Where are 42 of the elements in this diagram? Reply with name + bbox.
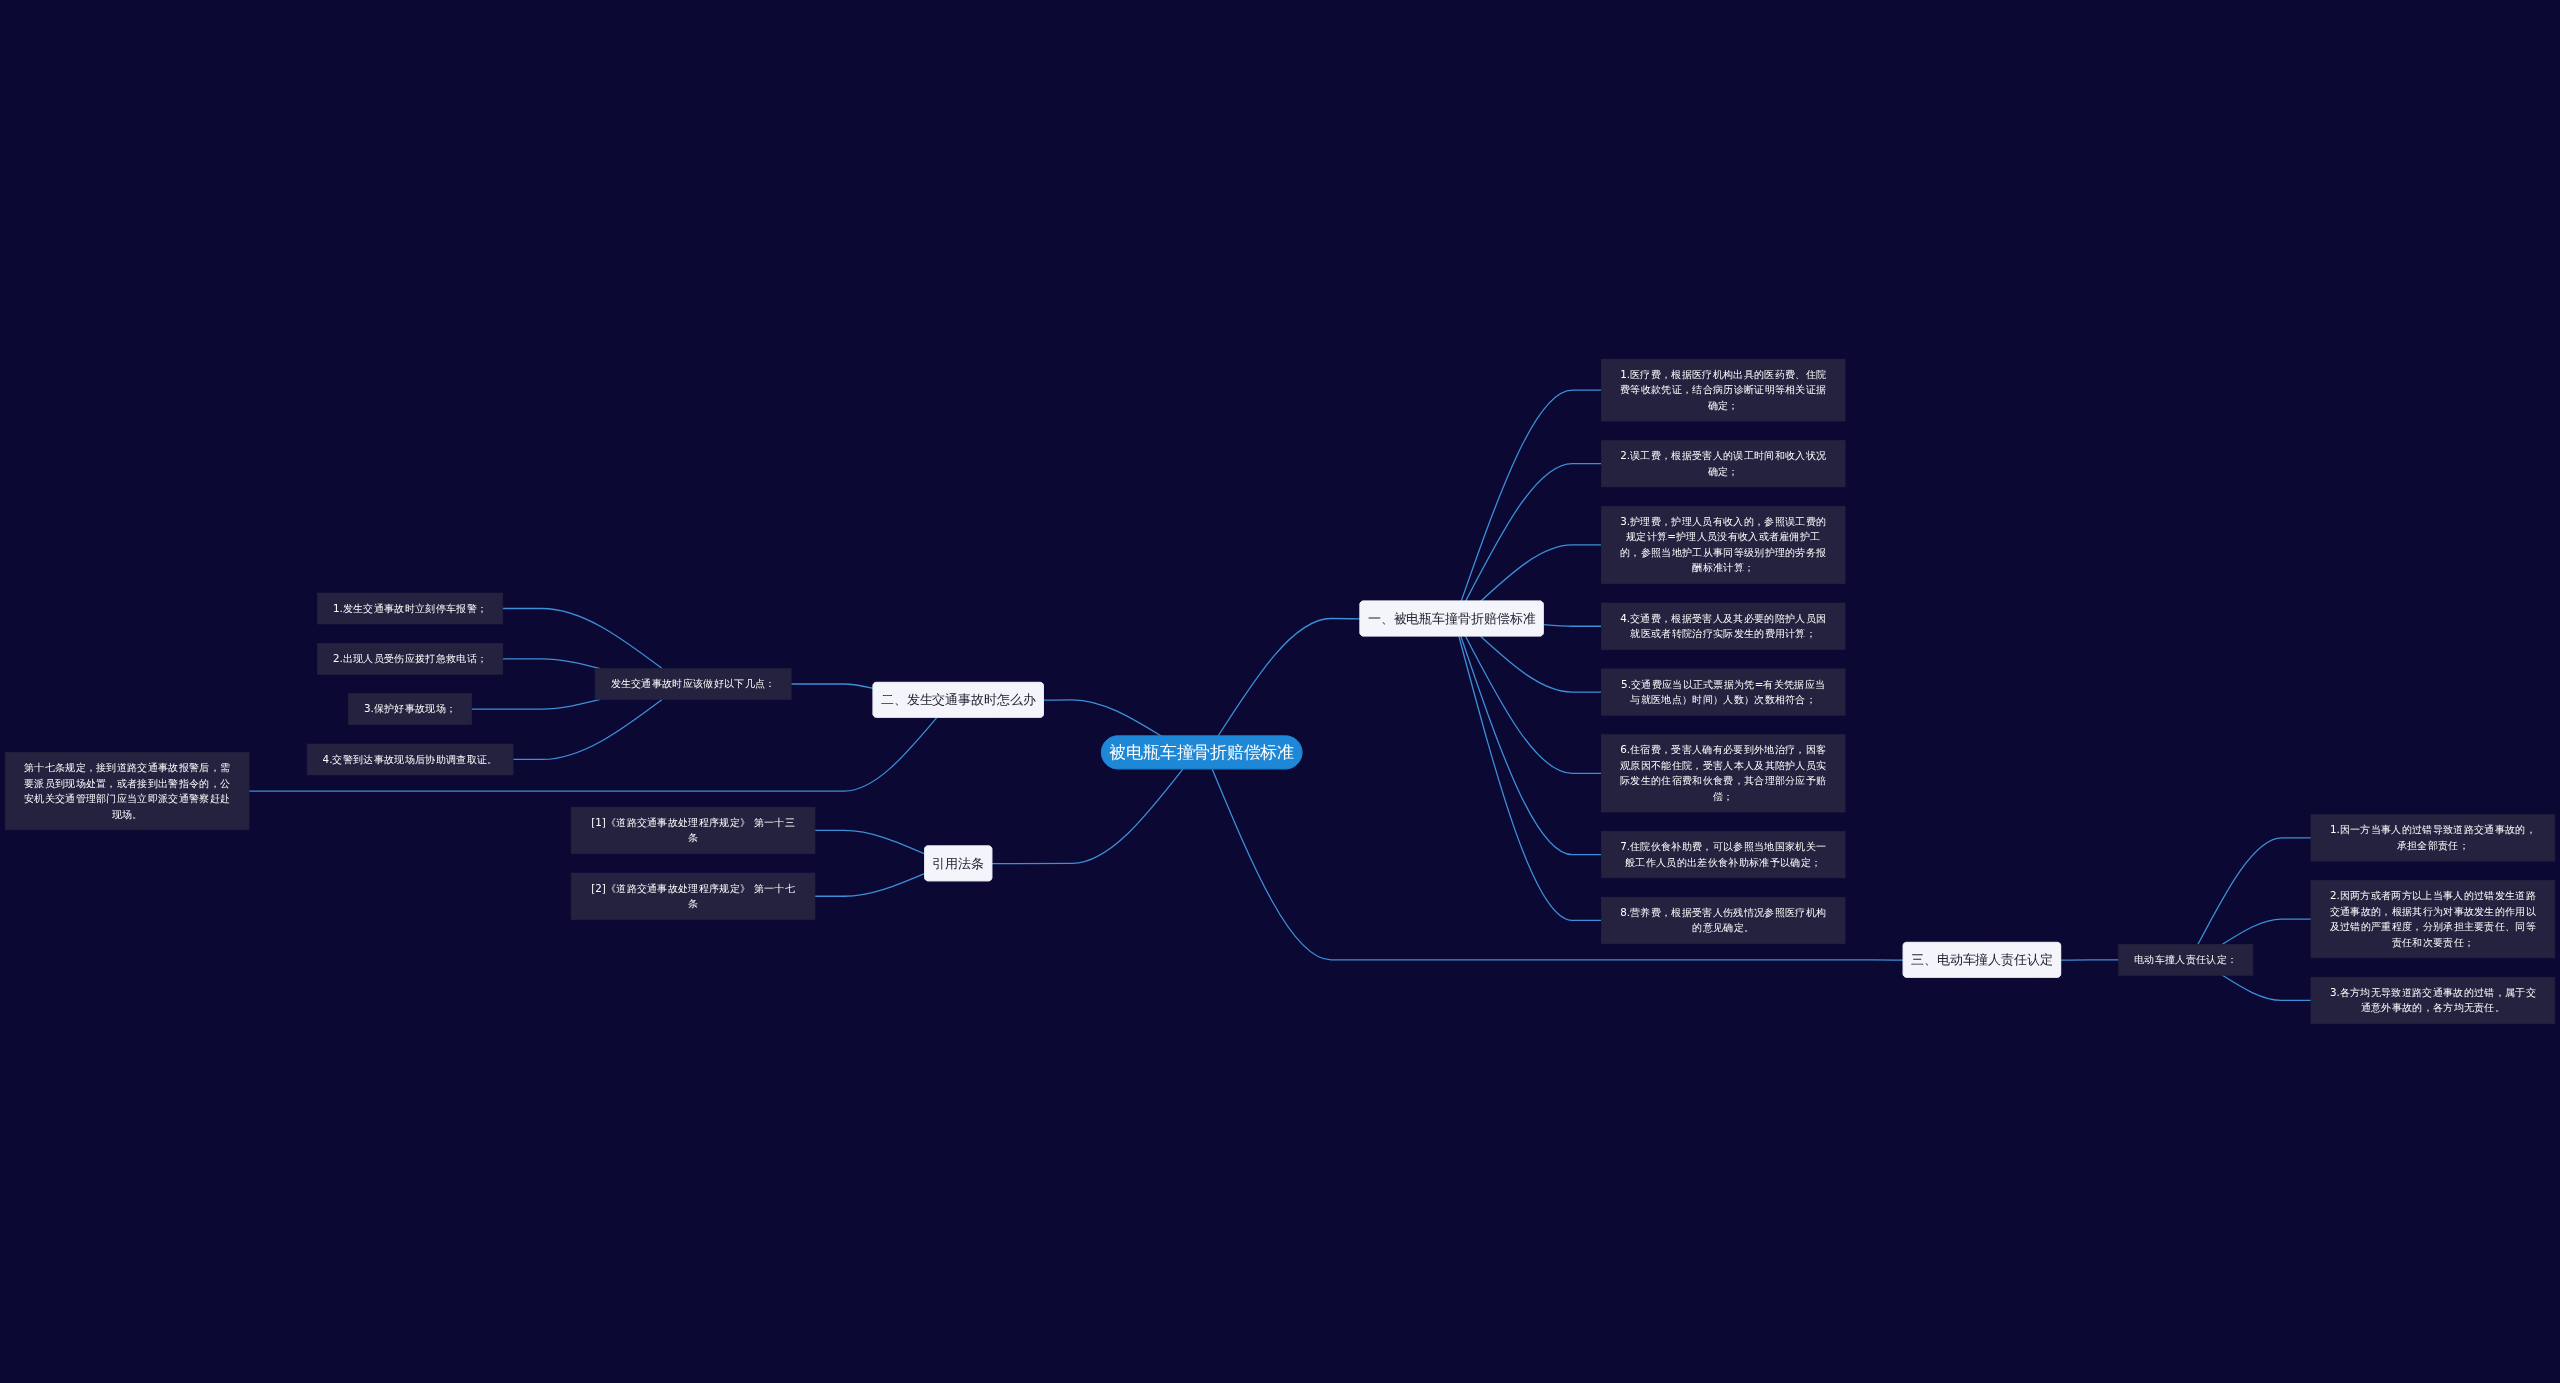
connector [2221, 974, 2312, 1002]
node-box: 第十七条规定，接到道路交通事故报警后，需要派员到现场处置，或者接到出警指令的，公安机关交通管理部门应当立即派交通警察赶赴现场。 [4, 752, 250, 831]
node-box: 2.出现人员受伤应拨打急救电话； [317, 643, 504, 675]
node-box: 2.误工费，根据受害人的误工时间和收入状况确定； [1600, 440, 1846, 488]
node-box: 4.交警到达事故现场后协助调查取证。 [306, 743, 514, 776]
node-box: 2.因两方或者两方以上当事人的过错发生道路交通事故的，根据其行为对事故发生的作用以及过错的严重程度，分别承担主要责任、同等责任和次要责任； [2310, 880, 2556, 959]
connector [512, 698, 663, 761]
node-box: 发生交通事故时应该做好以下几点： [594, 668, 792, 700]
node-box: 8.营养费，根据受害人伤残情况参照医疗机构的意见确定。 [1600, 896, 1846, 945]
connector [1460, 389, 1602, 603]
connector [1464, 635, 1602, 775]
connector [1479, 544, 1602, 603]
connector [1479, 635, 1602, 693]
connector [2197, 837, 2312, 946]
connector [991, 768, 1184, 865]
node-box: 7.住院伙食补助费，可以参照当地国家机关一般工作人员的出差伙食补助标准予以确定； [1600, 831, 1846, 879]
connector [502, 607, 663, 670]
connector [814, 872, 926, 897]
node-box: 1.医疗费，根据医疗机构出具的医药费、住院费等收款凭证，结合病历诊断证明等相关证据确定； [1600, 358, 1846, 422]
node-box: 3.保护好事故现场； [348, 693, 473, 726]
connector [1043, 699, 1163, 737]
node-box: 4.交通费，根据受害人及其必要的陪护人员因就医或者转院治疗实际发生的费用计算； [1600, 602, 1846, 650]
connector [790, 683, 875, 690]
node-box: 3.护理费，护理人员有收入的，参照误工费的规定计算=护理人员没有收入或者雇佣护工的，参照当地护工从事同等级别护理的劳务报酬标准计算； [1600, 506, 1846, 585]
connector [1464, 463, 1602, 603]
connector [1211, 768, 1905, 961]
connector [814, 829, 926, 855]
node-box: 6.住宿费，受害人确有必要到外地治疗，因客观原因不能住院，受害人本人及其陪护人员实际发生的住宿费和伙食费，其合理部分应予赔偿； [1600, 734, 1846, 813]
connector [1460, 635, 1602, 856]
connector [248, 716, 938, 792]
node-box: 1.发生交通事故时立刻停车报警； [317, 592, 504, 625]
connector [2221, 918, 2312, 946]
node-box: [1]《道路交通事故处理程序规定》 第一十三条 [570, 806, 816, 855]
node-box: 1.因一方当事人的过错导致道路交通事故的，承担全部责任； [2310, 814, 2556, 862]
node-box: 3.各方均无导致道路交通事故的过错，属于交通意外事故的，各方均无责任。 [2310, 976, 2556, 1025]
connector [1542, 624, 1602, 627]
node-box: 电动车撞人责任认定： [2118, 944, 2254, 976]
connector [2060, 959, 2120, 961]
node-box: 5.交通费应当以正式票据为凭=有关凭据应当与就医地点）时间）人数）次数相符合； [1600, 668, 1846, 716]
connector [1458, 635, 1602, 922]
connector [1217, 617, 1361, 737]
node-box: [2]《道路交通事故处理程序规定》 第一十七条 [570, 872, 816, 920]
